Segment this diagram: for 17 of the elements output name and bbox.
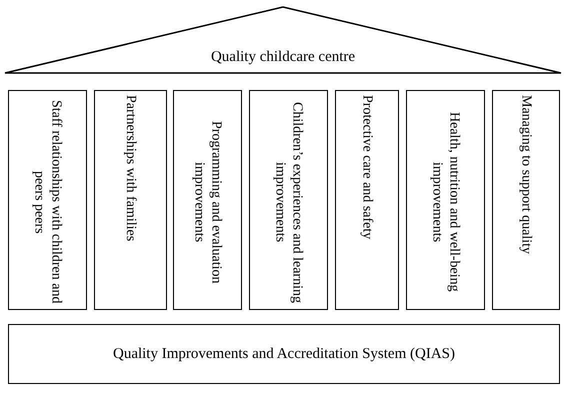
roof-label: Quality childcare centre — [210, 49, 356, 66]
pillar-box — [249, 90, 328, 310]
pillar-box — [406, 90, 485, 310]
pillar-box — [94, 90, 167, 310]
pillar-label: Children’s experiences and learning improvements — [272, 100, 306, 305]
pillar-label: Partnerships with families — [122, 94, 139, 242]
pillar-box — [173, 90, 242, 310]
pillar-label: Staff relationships with children and peers peers — [30, 99, 64, 306]
foundation-box — [8, 324, 560, 384]
pillar-box — [335, 90, 399, 310]
foundation-label: Quality Improvements and Accreditation System (QIAS) — [112, 346, 455, 362]
pillar-label: Protective care and safety — [358, 94, 376, 240]
pillar-label: Managing to support quality — [518, 94, 534, 254]
pillar-box — [8, 90, 87, 310]
pillar-box — [492, 90, 560, 310]
pillar-label: Health, nutrition and well-being improvements — [428, 111, 462, 294]
pillar-label: Programming and evaluation improvements — [190, 120, 224, 286]
